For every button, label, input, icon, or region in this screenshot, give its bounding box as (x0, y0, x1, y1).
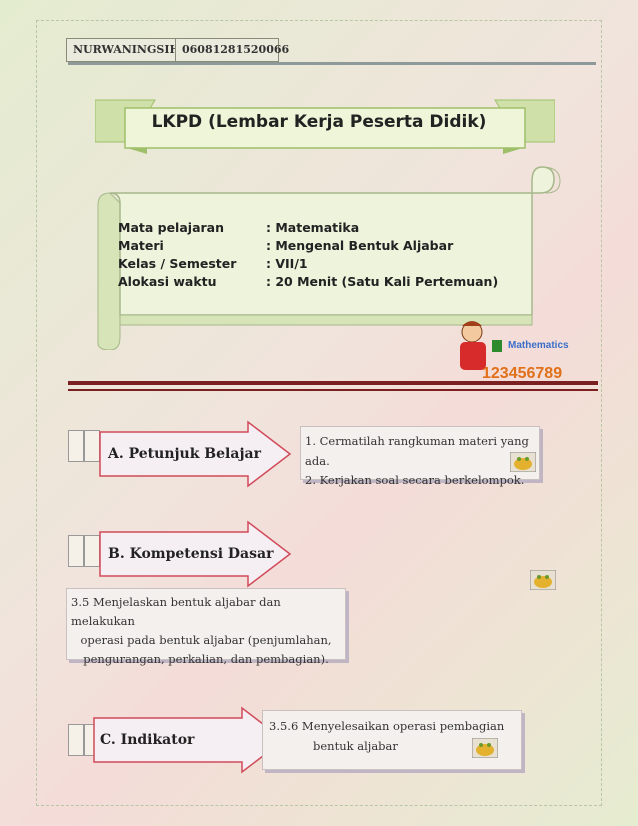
info-label: Kelas / Semester (118, 256, 237, 271)
math-mascot-icon: Mathematics 123456789 (450, 318, 580, 390)
info-label: Alokasi waktu (118, 274, 217, 289)
frog-icon (509, 451, 537, 473)
section-arrow-a (99, 420, 292, 488)
info-scroll (97, 166, 561, 350)
frog-icon (471, 737, 499, 759)
info-label: Materi (118, 238, 164, 253)
info-row: Kelas / Semester : VII/1 (118, 256, 498, 274)
section-divider-thin (68, 389, 598, 391)
info-table: Mata pelajaran : Matematika Materi : Menge… (118, 220, 498, 292)
page-title: LKPD (Lembar Kerja Peserta Didik) (151, 112, 487, 132)
mascot-word: Mathematics (508, 340, 569, 351)
section-divider (68, 381, 598, 385)
info-value: : Mengenal Bentuk Aljabar (266, 238, 454, 253)
section-a-note: 1. Cermatilah rangkuman materi yang ada.… (300, 426, 540, 487)
note-line: 1. Cermatilah rangkuman materi yang ada. (305, 434, 529, 468)
info-row: Materi : Mengenal Bentuk Aljabar (118, 238, 498, 256)
info-row: Alokasi waktu : 20 Menit (Satu Kali Perte… (118, 274, 498, 292)
note-line: bentuk aljabar (313, 739, 398, 753)
author-id: 06081281520066 (175, 38, 289, 62)
bullet-square (68, 535, 84, 567)
page-border (36, 20, 602, 806)
info-label: Mata pelajaran (118, 220, 224, 235)
section-c-label: C. Indikator (100, 732, 195, 748)
note-line: 2. Kerjakan soal secara berkelompok. (305, 473, 525, 487)
section-arrow-b (99, 520, 292, 588)
info-value: : VII/1 (266, 256, 308, 271)
section-a-label: A. Petunjuk Belajar (108, 446, 261, 462)
author-name: NURWANINGSIH (66, 38, 180, 62)
info-value: : 20 Menit (Satu Kali Pertemuan) (266, 274, 499, 289)
section-b-label: B. Kompetensi Dasar (108, 546, 274, 562)
title-ribbon (95, 99, 555, 154)
bullet-square (68, 724, 84, 756)
bullet-square (68, 430, 84, 462)
info-value: : Matematika (266, 220, 360, 235)
header-rule (68, 62, 596, 65)
mascot-digits: 123456789 (482, 365, 562, 382)
note-line: 3.5.6 Menyelesaikan operasi pembagian (269, 719, 505, 733)
info-row: Mata pelajaran : Matematika (118, 220, 498, 238)
frog-icon (529, 569, 557, 591)
section-b-note: 3.5 Menjelaskan bentuk aljabar dan melak… (66, 588, 346, 666)
note-line: operasi pada bentuk aljabar (penjumlahan… (80, 633, 332, 647)
note-line: pengurangan, perkalian, dan pembagian). (83, 652, 329, 666)
note-line: 3.5 Menjelaskan bentuk aljabar dan melak… (71, 595, 281, 628)
